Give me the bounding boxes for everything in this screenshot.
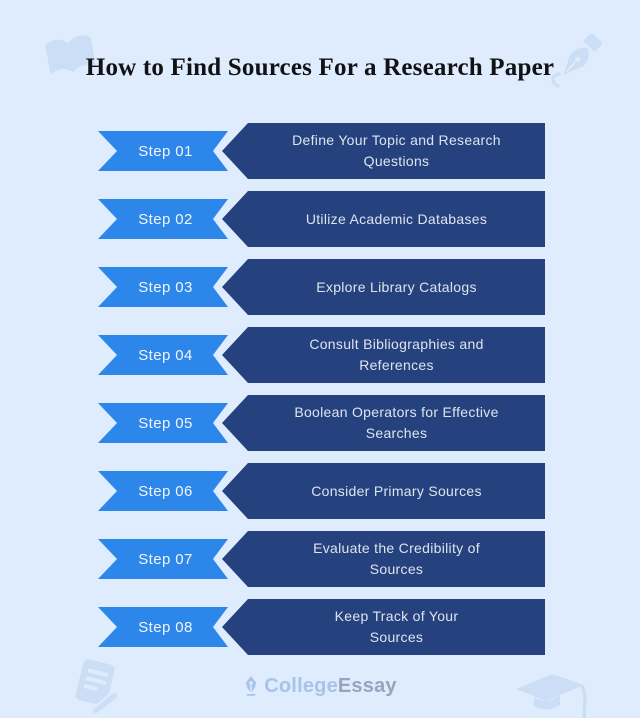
step-label: Step 01 <box>138 142 193 160</box>
step-description: Consider Primary Sources <box>311 482 482 499</box>
graduation-cap-icon <box>516 674 587 718</box>
step-description-bar: Consider Primary Sources <box>222 463 545 519</box>
step-row-7: Step 07 Evaluate the Credibility of Sour… <box>0 531 640 587</box>
step-description: Boolean Operators for Effective Searches <box>294 404 499 441</box>
step-description-bar: Consult Bibliographies and References <box>222 327 545 383</box>
logo-nib-icon <box>246 676 257 696</box>
step-description-bar: Keep Track of Your Sources <box>222 599 545 655</box>
step-label-ribbon: Step 04 <box>98 335 228 375</box>
step-label: Step 08 <box>138 618 193 636</box>
step-row-1: Step 01 Define Your Topic and Research Q… <box>0 123 640 179</box>
step-label-ribbon: Step 08 <box>98 607 228 647</box>
step-label-ribbon: Step 02 <box>98 199 228 239</box>
step-row-6: Step 06 Consider Primary Sources <box>0 463 640 519</box>
pen-nib-icon <box>551 34 603 88</box>
step-description: Consult Bibliographies and References <box>309 336 484 373</box>
step-label-ribbon: Step 01 <box>98 131 228 171</box>
step-row-8: Step 08 Keep Track of Your Sources <box>0 599 640 655</box>
step-label-ribbon: Step 07 <box>98 539 228 579</box>
step-label: Step 03 <box>138 278 193 296</box>
brand-essay: Essay <box>337 674 397 697</box>
step-label: Step 05 <box>138 414 193 432</box>
step-label-ribbon: Step 06 <box>98 471 228 511</box>
document-pen-icon <box>75 659 120 715</box>
step-label: Step 06 <box>138 482 193 500</box>
open-book-icon <box>45 35 96 75</box>
step-label: Step 02 <box>138 210 193 228</box>
page-title: How to Find Sources For a Research Paper <box>85 54 555 81</box>
brand-college: College <box>264 674 338 697</box>
step-description-bar: Explore Library Catalogs <box>222 259 545 315</box>
brand-name: CollegeEssay <box>264 675 396 698</box>
step-description: Explore Library Catalogs <box>316 278 477 295</box>
step-label-ribbon: Step 05 <box>98 403 228 443</box>
step-row-4: Step 04 Consult Bibliographies and Refer… <box>0 327 640 383</box>
step-description-bar: Evaluate the Credibility of Sources <box>222 531 545 587</box>
step-description: Evaluate the Credibility of Sources <box>313 540 480 577</box>
step-label: Step 07 <box>138 550 193 568</box>
step-row-2: Step 02 Utilize Academic Databases <box>0 191 640 247</box>
steps-list: Step 01 Define Your Topic and Research Q… <box>0 123 640 667</box>
step-description-bar: Define Your Topic and Research Questions <box>222 123 545 179</box>
step-description-bar: Boolean Operators for Effective Searches <box>222 395 545 451</box>
step-description: Keep Track of Your Sources <box>334 608 459 645</box>
step-description: Define Your Topic and Research Questions <box>292 132 501 169</box>
step-description-bar: Utilize Academic Databases <box>222 191 545 247</box>
step-description: Utilize Academic Databases <box>305 210 488 227</box>
footer-logo: CollegeEssay <box>0 672 640 700</box>
step-label: Step 04 <box>138 346 193 364</box>
step-row-3: Step 03 Explore Library Catalogs <box>0 259 640 315</box>
step-label-ribbon: Step 03 <box>98 267 228 307</box>
step-row-5: Step 05 Boolean Operators for Effective … <box>0 395 640 451</box>
